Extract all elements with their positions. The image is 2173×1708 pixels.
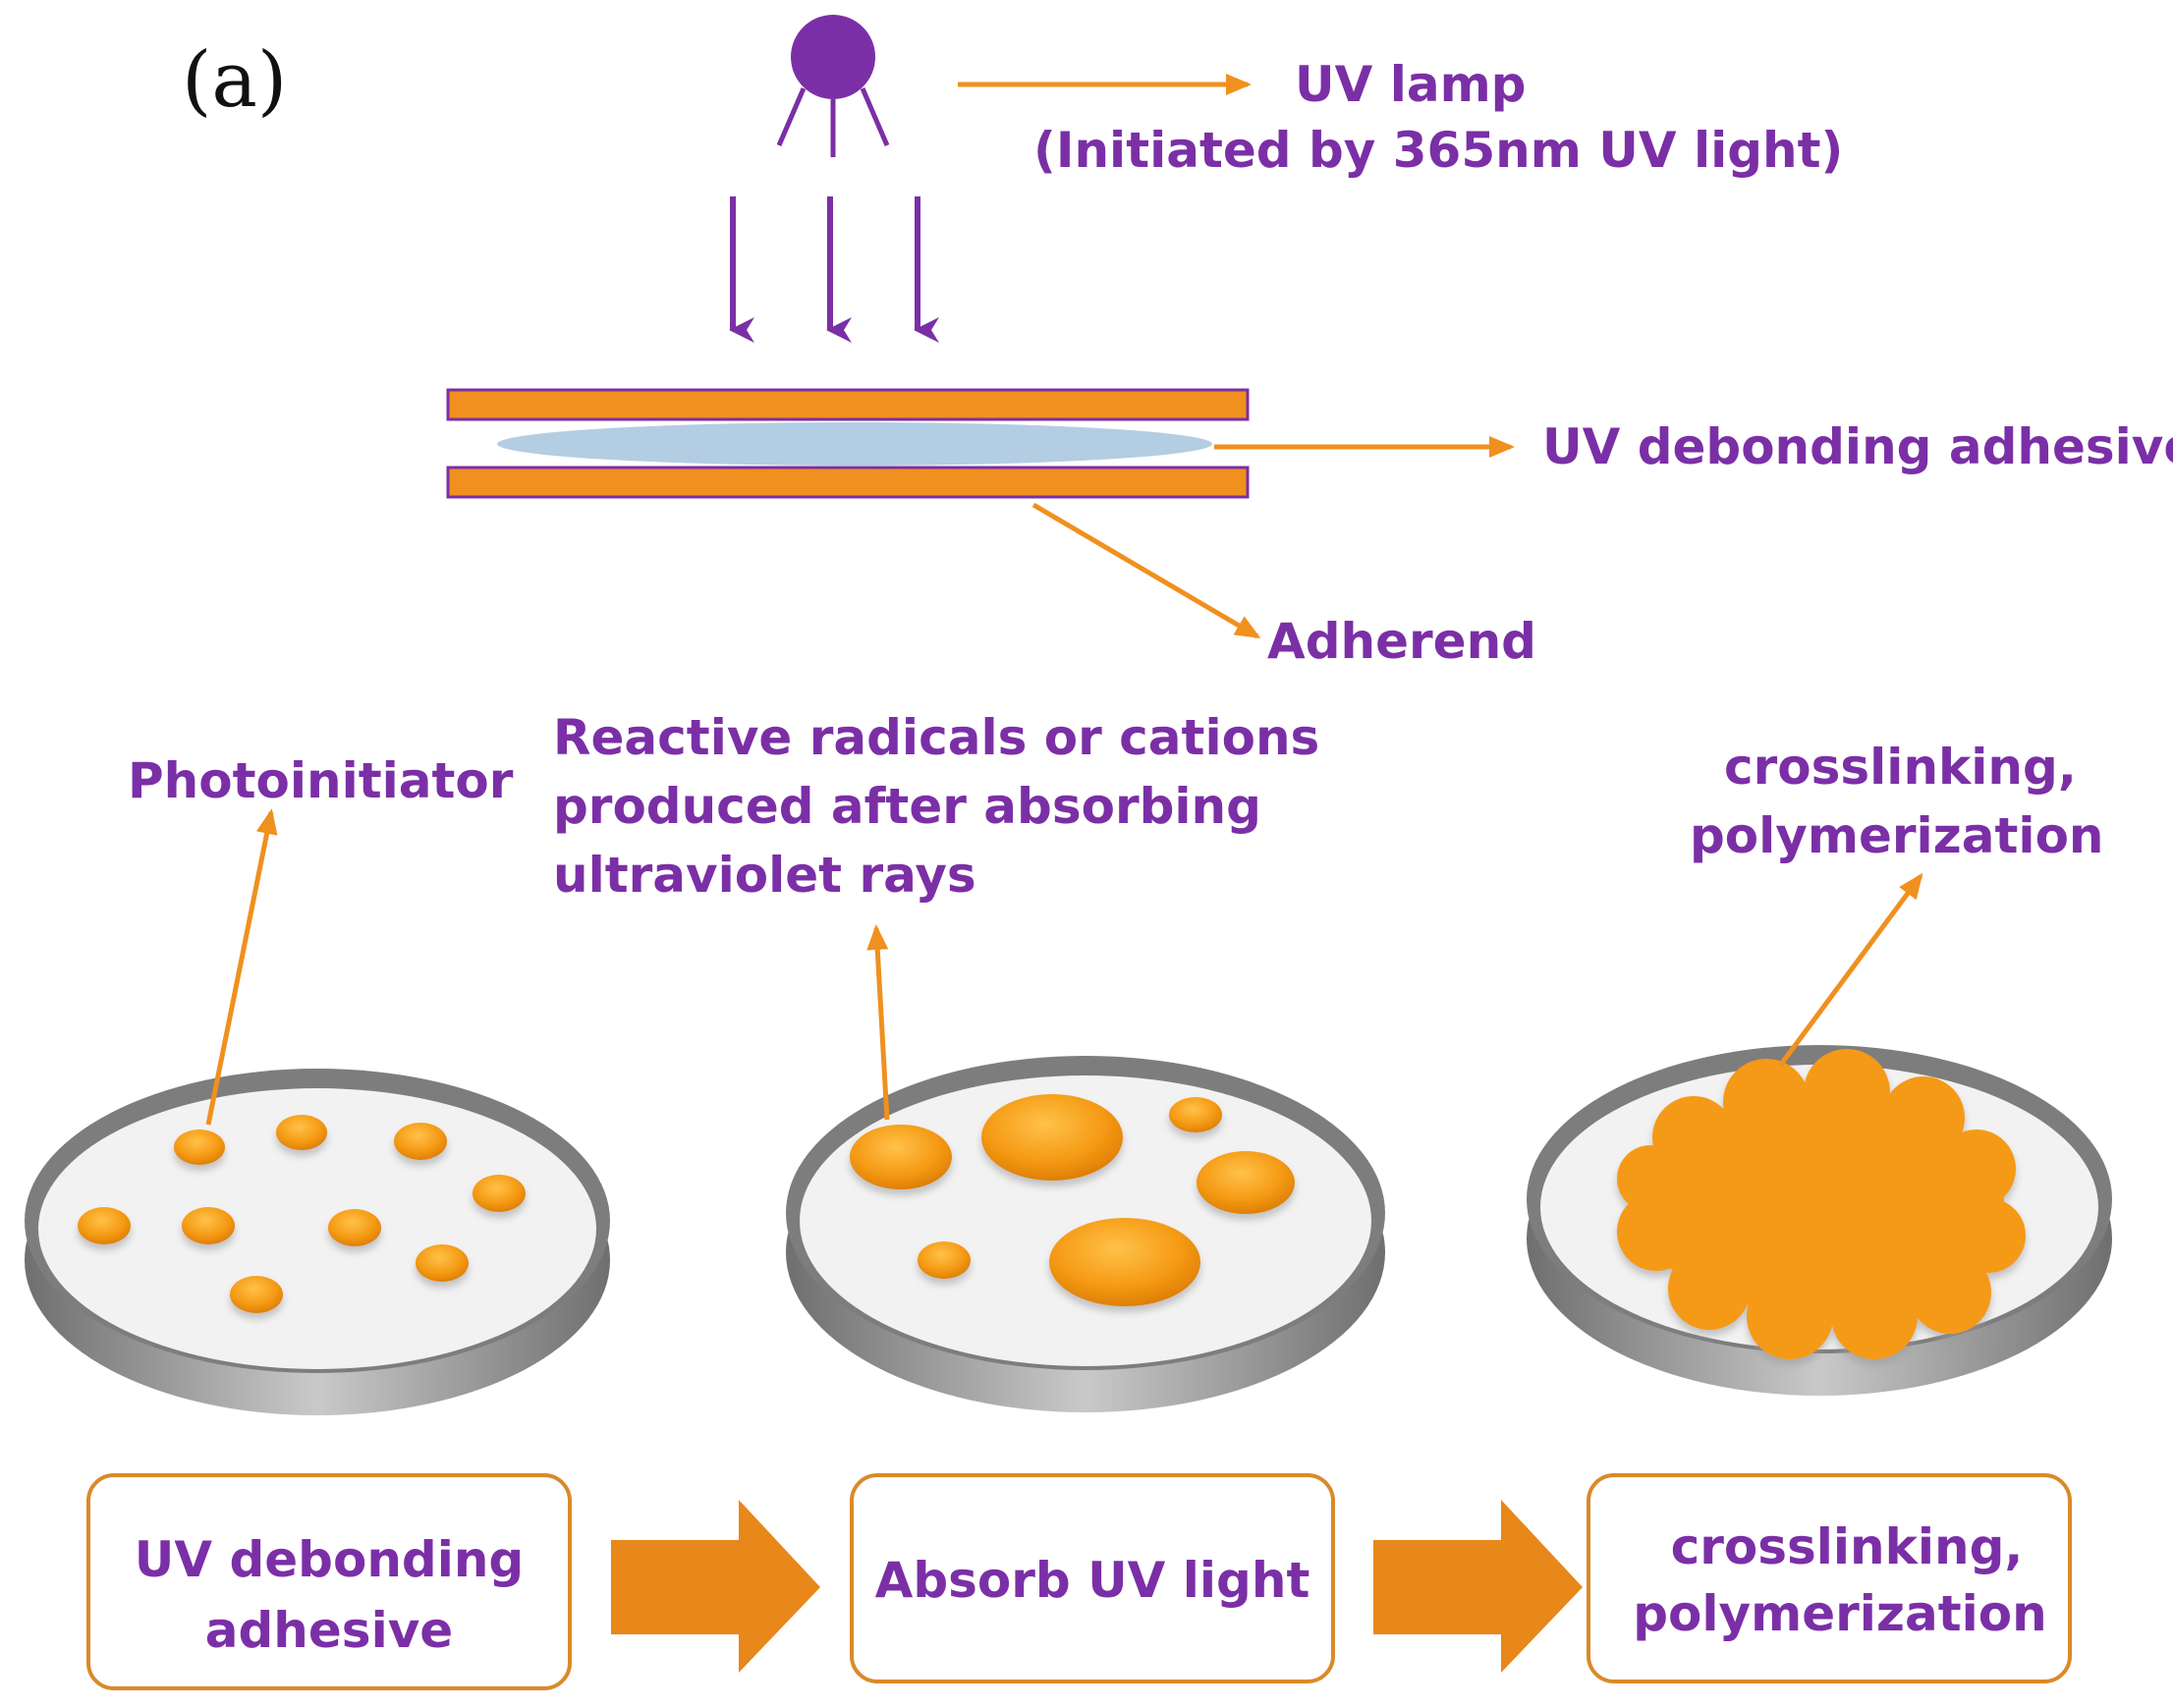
uv-lamp-label: UV lamp — [1295, 56, 1526, 113]
panel-label: (a) — [182, 36, 287, 125]
flow-step-3: crosslinking, polymerization — [1587, 1473, 2072, 1683]
svg-text:Reactive radicals or cations: Reactive radicals or cations — [553, 709, 1319, 766]
dish-crosslinked — [1527, 1045, 2112, 1396]
adherend-pointer-arrow — [1031, 502, 1261, 639]
reactive-pointer-arrow — [866, 924, 890, 1121]
adhesive-layer — [497, 422, 1212, 466]
adhesive-label: UV debonding adhesive — [1542, 418, 2173, 475]
flow-step-1-line-1: UV debonding — [135, 1531, 524, 1588]
top-adherend-plate — [446, 388, 1250, 421]
flow-arrow-2 — [1373, 1500, 1583, 1673]
dish-photoinitiator — [25, 1069, 610, 1415]
svg-text:produced after absorbing: produced after absorbing — [553, 778, 1261, 835]
flow-step-3-line-2: polymerization — [1633, 1585, 2047, 1642]
photoinitiator-label: Photoinitiator — [128, 752, 514, 809]
uv-ray-arrows — [729, 196, 939, 343]
bottom-adherend-plate — [446, 466, 1250, 499]
uv-lamp-icon — [776, 15, 890, 157]
reactive-species-label: Reactive radicals or cations produced af… — [553, 709, 1319, 904]
crosslinked-blob — [1617, 1049, 2026, 1359]
flow-arrow-1 — [611, 1500, 820, 1673]
svg-text:polymerization: polymerization — [1690, 807, 2104, 864]
flow-step-1: UV debonding adhesive — [86, 1473, 572, 1690]
crosslinking-label: crosslinking, polymerization — [1690, 739, 2104, 864]
crosslinking-pointer-arrow — [1777, 872, 1923, 1068]
svg-text:ultraviolet rays: ultraviolet rays — [553, 847, 976, 904]
uv-lamp-note: (Initiated by 365nm UV light) — [1033, 122, 1843, 179]
photoinitiator-pointer-arrow — [205, 808, 278, 1126]
flow-step-2: Absorb UV light — [850, 1473, 1335, 1683]
bonded-assembly — [446, 388, 1250, 499]
flow-step-1-line-2: adhesive — [205, 1602, 453, 1659]
flow-step-2-line-1: Absorb UV light — [875, 1552, 1310, 1609]
flow-step-3-line-1: crosslinking, — [1671, 1518, 2024, 1575]
dish-reactive-species — [786, 1056, 1385, 1412]
adherend-label: Adherend — [1267, 613, 1536, 670]
svg-text:crosslinking,: crosslinking, — [1724, 739, 2077, 796]
